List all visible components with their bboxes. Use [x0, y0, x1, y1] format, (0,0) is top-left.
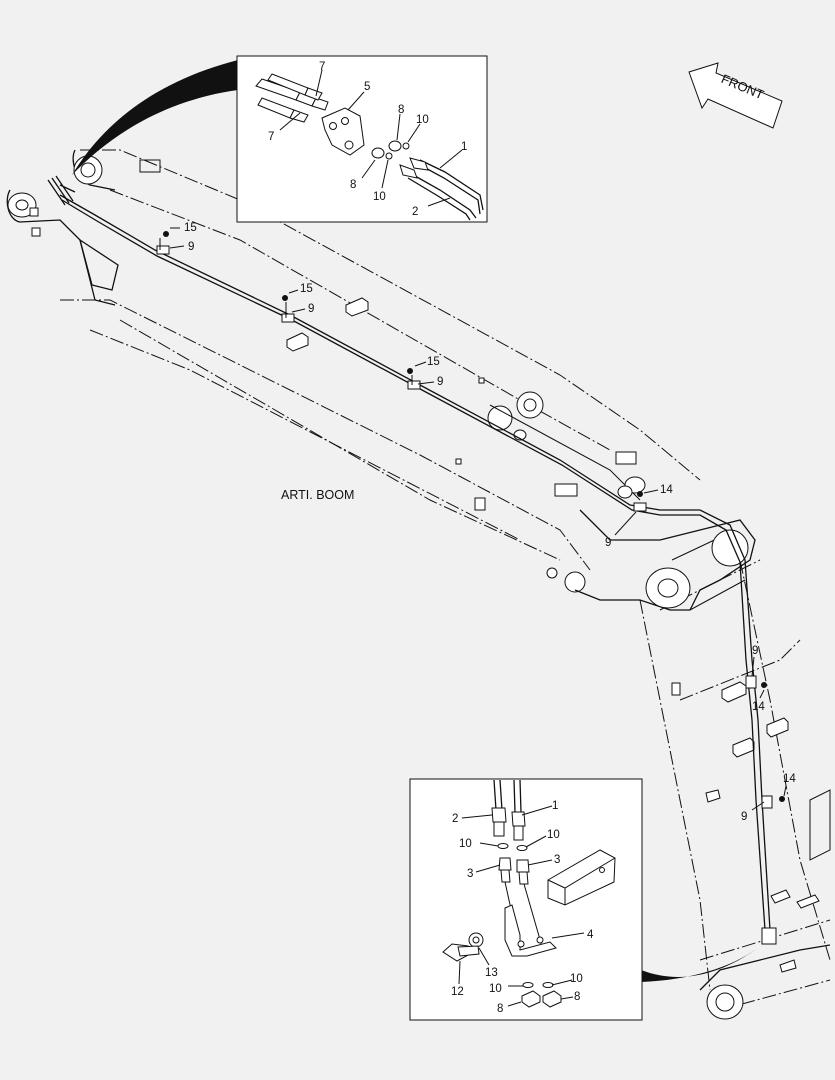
boom-callout-9e: 9 [752, 645, 758, 657]
boom-callout-9c: 9 [437, 376, 443, 388]
bottom-inset-pointer [641, 948, 758, 982]
boom-callout-9b: 9 [308, 303, 314, 315]
hydraulic-lines [59, 194, 771, 931]
boom-callout-14a: 14 [660, 484, 673, 496]
front-direction-arrow: FRONT [688, 62, 783, 129]
boom-title: ARTI. BOOM [281, 488, 354, 502]
bottom-callout-8b: 8 [574, 991, 580, 1003]
boom-elbow-joint [574, 509, 756, 611]
bottom-callout-8a: 8 [497, 1003, 503, 1015]
top-inset-pointer [72, 60, 238, 175]
boom-callout-15b: 15 [300, 283, 313, 295]
boom-callout-9d: 9 [605, 537, 611, 549]
bottom-callout-3b: 3 [554, 854, 560, 866]
top-callout-8b: 8 [350, 179, 356, 191]
top-callout-2: 2 [412, 206, 418, 218]
boom-callout-14c: 14 [783, 773, 796, 785]
boom-callouts: 15 9 15 9 15 9 14 9 9 14 14 9 ARTI. BOOM [169, 222, 796, 823]
top-callout-8a: 8 [398, 104, 404, 116]
top-callout-5: 5 [364, 81, 370, 93]
boom-callout-9f: 9 [741, 811, 747, 823]
top-inset: 7 5 7 8 10 1 8 10 2 [236, 55, 488, 223]
boom-callout-15c: 15 [427, 356, 440, 368]
bottom-inset: 1 2 10 10 3 3 4 13 12 10 10 8 8 [409, 778, 643, 1021]
top-callout-10b: 10 [373, 191, 386, 203]
bottom-callout-1: 1 [552, 800, 558, 812]
boom-pads [286, 297, 820, 973]
bottom-callout-3a: 3 [467, 868, 473, 880]
bottom-callout-10c: 10 [489, 983, 502, 995]
boom-callout-15a: 15 [184, 222, 197, 234]
top-callout-1: 1 [461, 141, 467, 153]
bottom-callout-4: 4 [587, 929, 594, 941]
bottom-callout-10a: 10 [459, 838, 472, 850]
boom-foot [6, 149, 161, 306]
boom-callout-9a: 9 [188, 241, 194, 253]
hose-clamps [47, 175, 785, 945]
bottom-callout-12: 12 [451, 986, 464, 998]
bottom-callout-13: 13 [485, 967, 498, 979]
top-callout-7b: 7 [268, 131, 274, 143]
bottom-callout-10b: 10 [547, 829, 560, 841]
bottom-callout-2: 2 [452, 813, 458, 825]
bottom-callout-10d: 10 [570, 973, 583, 985]
top-callout-7a: 7 [319, 61, 325, 73]
boom-mid-pivots [474, 391, 646, 593]
top-callout-10a: 10 [416, 114, 429, 126]
boom-callout-14b: 14 [752, 701, 765, 713]
boom-tip [699, 789, 831, 1020]
